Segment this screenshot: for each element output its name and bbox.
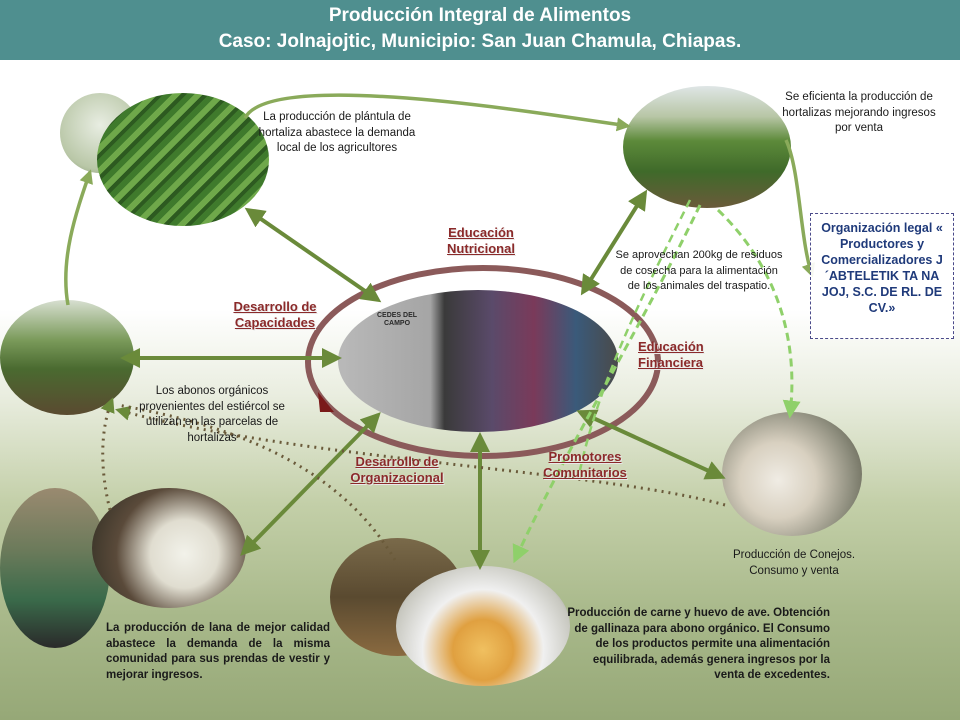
community-group-photo — [338, 290, 618, 432]
farmer-fertilizing-photo — [0, 300, 134, 415]
arrow-center-seedling — [244, 207, 382, 303]
label-desarrollo-organizacional: Desarrollo de Organizacional — [350, 454, 444, 485]
desc-ave: Producción de carne y huevo de ave. Obte… — [567, 607, 830, 681]
label-promotores: Promotores Comunitarios — [543, 449, 627, 480]
page-title: Producción Integral de Alimentos — [328, 5, 632, 26]
header-bar: Producción Integral de Alimentos Caso: J… — [0, 0, 960, 60]
arrow-center-rabbits — [576, 409, 726, 480]
dotted-sheep-to-farmer — [100, 397, 115, 511]
label-educacion-nutricional: Educación Nutricional — [447, 225, 515, 256]
dashed-field-to-rabbits — [716, 208, 801, 419]
label-educacion-financiera: Educación Financiera — [638, 339, 704, 370]
sheep-photo — [92, 488, 246, 608]
dotted-rabbits-to-farmer — [115, 405, 726, 507]
dashed-field-to-poultry — [512, 204, 702, 564]
desc-hortalizas: Se eficienta la producción de hortalizas… — [782, 91, 936, 134]
rabbits-cage-photo — [722, 412, 862, 536]
desc-plantula: La producción de plántula de hortaliza a… — [258, 111, 416, 154]
cycle-arrowhead — [318, 392, 334, 412]
dashed-field-to-sheep — [578, 199, 692, 471]
weaving-woman-photo — [0, 488, 110, 648]
cycle-ring — [305, 265, 661, 459]
chickens-eggs-photo — [396, 566, 570, 686]
desc-abonos: Los abonos orgánicos provenientes del es… — [139, 385, 285, 444]
central-sign: CEDES DEL CAMPO — [376, 312, 418, 327]
desc-lana: La producción de lana de mejor calidad a… — [106, 622, 330, 681]
dotted-poultry-to-farmer — [117, 403, 397, 561]
curve-farmer-to-seedling — [64, 169, 93, 306]
arrow-center-field — [580, 189, 648, 296]
desc-residuos: Se aprovechan 200kg de residuos de cosec… — [615, 249, 783, 292]
seedling-tray-photo — [97, 93, 269, 226]
page-subtitle: Caso: Jolnajojtic, Municipio: San Juan C… — [218, 31, 742, 52]
arrow-center-sheep — [240, 412, 381, 556]
curve-seedling-to-field — [243, 93, 631, 132]
desc-conejos: Producción de Conejos. Consumo y venta — [732, 549, 856, 577]
vegetable-field-photo — [623, 86, 791, 208]
label-desarrollo-capacidades: Desarrollo de Capacidades — [233, 299, 317, 330]
organization-box: Organización legal « Productores y Comer… — [810, 213, 954, 339]
curve-field-to-org — [784, 139, 815, 278]
